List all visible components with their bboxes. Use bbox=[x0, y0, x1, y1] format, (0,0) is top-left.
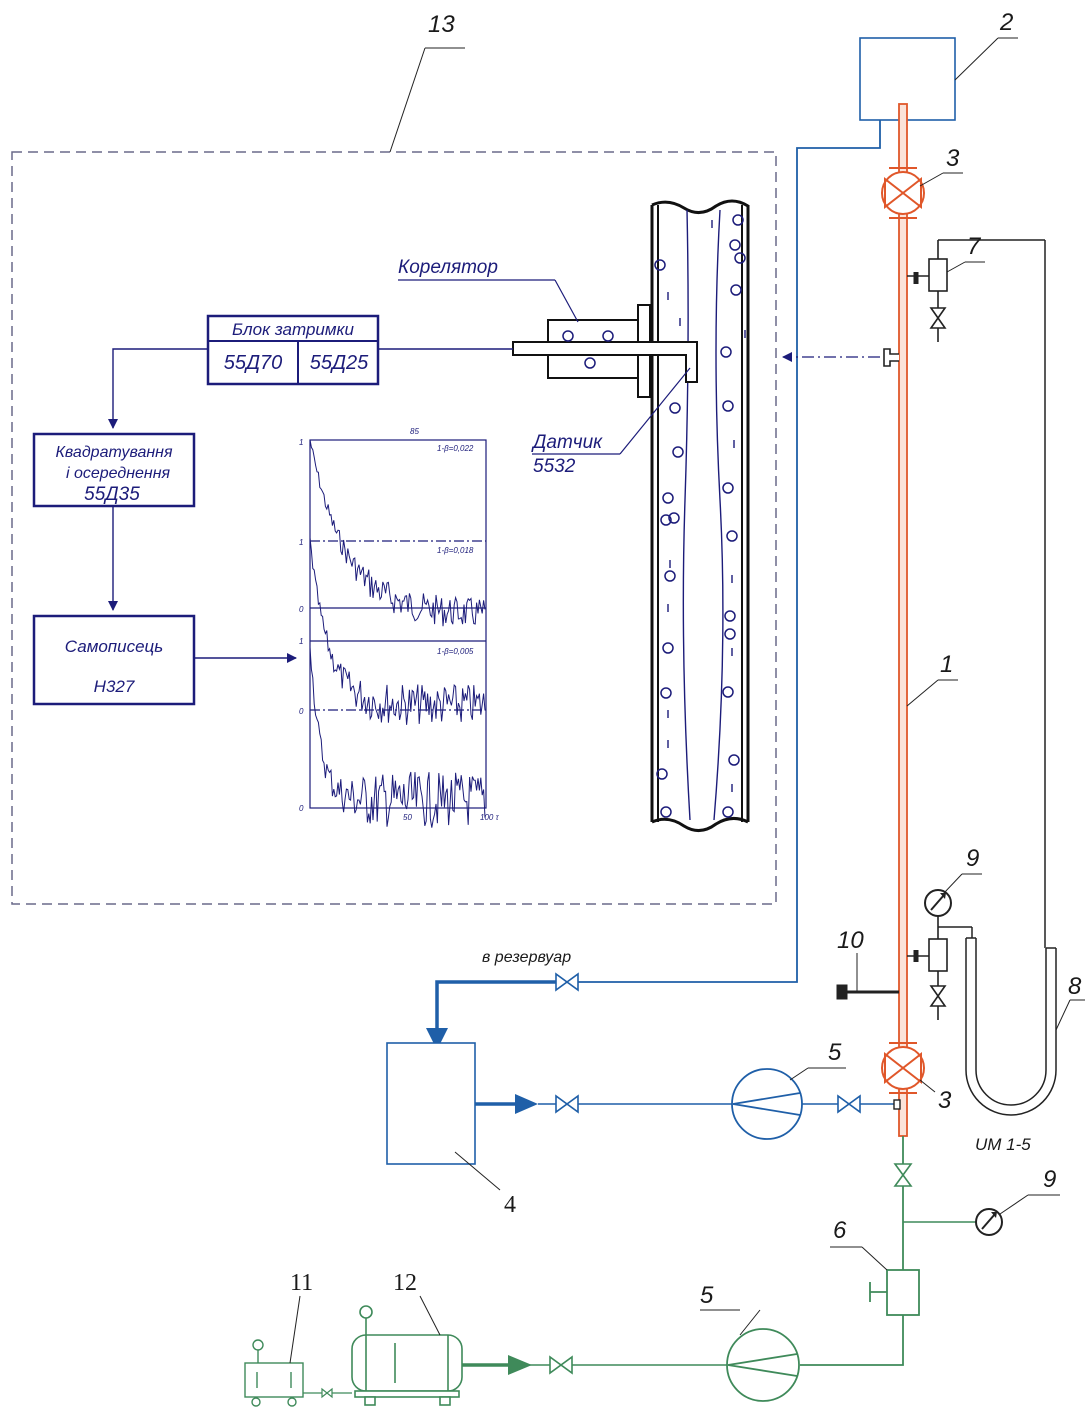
callout-leader-1 bbox=[906, 679, 939, 707]
plot-y-0b: 0 bbox=[299, 707, 304, 716]
callout-10: 10 bbox=[837, 927, 864, 954]
probe-port bbox=[883, 348, 899, 367]
callout-9b: 9 bbox=[1043, 1166, 1056, 1193]
valve-reservoir-line bbox=[555, 972, 579, 992]
plot-beta-1: 1-β=0,022 bbox=[437, 444, 474, 453]
plot-beta-2: 1-β=0,018 bbox=[437, 546, 474, 555]
tank-4 bbox=[386, 1042, 476, 1165]
callout-leader-5b bbox=[739, 1309, 761, 1336]
riser-inlet-port bbox=[893, 1099, 901, 1110]
shutoff-valve-top bbox=[881, 167, 925, 219]
plot-y-1c: 1 bbox=[299, 637, 303, 646]
plot-y-1a: 1 bbox=[299, 438, 303, 447]
correlator-leader-2 bbox=[554, 279, 579, 323]
trace-beta-0018 bbox=[309, 537, 486, 725]
callout-leader-3b bbox=[919, 1079, 936, 1093]
air-receiver-12 bbox=[351, 1305, 463, 1406]
callout-13: 13 bbox=[428, 11, 455, 38]
valve-small bbox=[321, 1387, 333, 1399]
callout-3a: 3 bbox=[946, 145, 960, 172]
callout-leader-4 bbox=[454, 1151, 501, 1191]
callout-4: 4 bbox=[504, 1192, 516, 1218]
pressure-tap-7-bottom bbox=[907, 926, 972, 1020]
delay-block-title: Блок затримки bbox=[232, 320, 355, 339]
squaring-block bbox=[32, 432, 196, 508]
pipe-section-view bbox=[650, 199, 750, 832]
callout-leader-2 bbox=[954, 37, 999, 81]
shutoff-valve-bottom bbox=[881, 1042, 925, 1094]
recorder-line1: Самописець bbox=[65, 637, 163, 656]
air-supply-line bbox=[800, 1315, 904, 1366]
plot-x-mid: 50 bbox=[403, 813, 412, 822]
correlation-system-frame bbox=[11, 151, 777, 905]
callout-3b: 3 bbox=[938, 1087, 952, 1114]
valve-pump-suction bbox=[555, 1094, 579, 1114]
callout-12: 12 bbox=[393, 1270, 417, 1296]
compressor-5-green bbox=[726, 1328, 800, 1402]
callout-9a: 9 bbox=[966, 845, 979, 872]
delay-block bbox=[206, 314, 380, 386]
test-pipe-1 bbox=[898, 103, 908, 1137]
valve-pump-discharge bbox=[837, 1094, 861, 1114]
pressure-gauge-9-top bbox=[924, 889, 952, 927]
pressure-tap-7-top bbox=[907, 239, 1045, 342]
sensor-leader bbox=[619, 367, 691, 455]
filter-6 bbox=[869, 1269, 920, 1316]
return-line bbox=[578, 120, 881, 983]
plot-x-end: 100 τ bbox=[480, 813, 500, 822]
callout-5b: 5 bbox=[700, 1282, 714, 1309]
callout-leader-11 bbox=[289, 1295, 301, 1364]
u-tube-manometer-8 bbox=[965, 240, 1057, 1116]
callout-leader-8 bbox=[1055, 999, 1071, 1031]
callout-leader-12 bbox=[419, 1295, 441, 1336]
receiver-outlet-arrow bbox=[508, 1355, 532, 1375]
squaring-line2: і осереднення bbox=[66, 465, 171, 482]
callout-leader-6 bbox=[861, 1246, 888, 1271]
trace-beta-0005 bbox=[309, 647, 486, 828]
pressure-tap-10 bbox=[836, 984, 899, 1000]
sensor-label-line1: Датчик bbox=[531, 432, 603, 453]
valve-air-horizontal bbox=[549, 1355, 573, 1375]
callout-8: 8 bbox=[1068, 973, 1082, 1000]
trace-beta-0022 bbox=[309, 439, 486, 627]
callout-leader-3a bbox=[919, 172, 944, 187]
delay-block-b: 55Д25 bbox=[310, 352, 369, 374]
sensor-label-line2: 5532 bbox=[533, 456, 576, 477]
recorder-line2: Н327 bbox=[94, 677, 135, 696]
plot-beta-3: 1-β=0,005 bbox=[437, 647, 474, 656]
to-reservoir-label: в резервуар bbox=[482, 949, 571, 966]
callout-1: 1 bbox=[940, 651, 953, 678]
plot-top-label: 85 bbox=[410, 427, 419, 436]
pressure-gauge-9-bottom bbox=[975, 1208, 1003, 1236]
callout-6: 6 bbox=[833, 1217, 847, 1244]
manometer-label: UM 1-5 bbox=[975, 1135, 1031, 1154]
correlator-probe bbox=[512, 304, 698, 398]
delay-block-a: 55Д70 bbox=[224, 352, 283, 374]
callout-leader-13 bbox=[389, 47, 426, 153]
callout-leader-5a bbox=[789, 1067, 809, 1081]
callout-leader-7 bbox=[946, 261, 966, 273]
recorder-block bbox=[32, 614, 196, 706]
tank4-outlet-arrow bbox=[515, 1094, 538, 1114]
callout-2: 2 bbox=[999, 9, 1013, 36]
valve-air-vertical bbox=[893, 1163, 913, 1187]
plot-y-1b: 1 bbox=[299, 538, 303, 547]
callout-leader-9a bbox=[943, 873, 963, 894]
down-arrow-head bbox=[426, 1028, 448, 1050]
compressor-11 bbox=[244, 1339, 304, 1407]
return-line-to-reservoir bbox=[435, 980, 556, 1030]
callout-7: 7 bbox=[967, 233, 982, 260]
correlation-plot bbox=[309, 439, 487, 828]
callout-5a: 5 bbox=[828, 1039, 842, 1066]
plot-y-0a: 0 bbox=[299, 605, 304, 614]
correlator-label: Корелятор bbox=[398, 257, 498, 278]
squaring-line1: Квадратування bbox=[56, 444, 173, 461]
delay-to-squaring-line bbox=[108, 348, 208, 429]
callout-leader-9b bbox=[999, 1194, 1029, 1215]
plot-y-0c: 0 bbox=[299, 804, 304, 813]
squaring-line3: 55Д35 bbox=[84, 484, 140, 505]
callout-11: 11 bbox=[290, 1270, 313, 1296]
